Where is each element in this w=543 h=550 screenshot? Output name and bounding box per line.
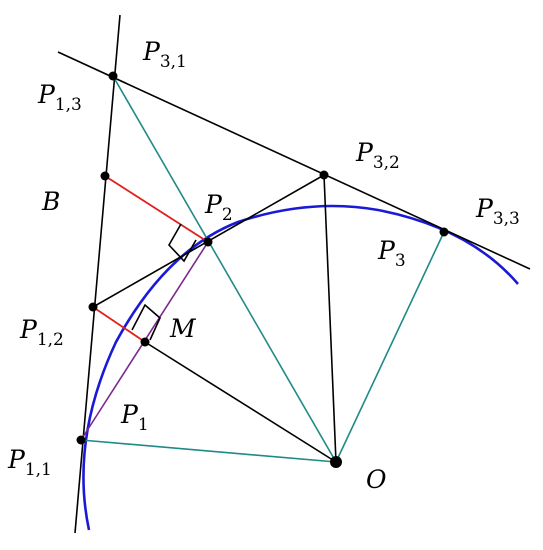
label-p2: P2 (204, 190, 233, 225)
point-o (330, 456, 342, 468)
point-p33 (439, 227, 449, 237)
point-p12 (88, 302, 98, 312)
label-p32: P3,2 (355, 138, 400, 173)
point-p13 (100, 171, 110, 181)
tangent-line-left (74, 14, 121, 534)
line-m-o (144, 341, 337, 463)
circle-arc (82, 204, 519, 531)
label-p12: P1,2 (19, 315, 64, 350)
label-p1: P1 (120, 400, 149, 435)
label-b: B (41, 187, 60, 216)
label-m: M (169, 314, 197, 343)
label-p3: P3 (377, 236, 406, 271)
label-p31: P3,1 (142, 37, 187, 72)
label-p13: P1,3 (37, 80, 82, 115)
point-p2 (203, 237, 213, 247)
point-m (140, 337, 150, 347)
red-segment-b-p2 (104, 175, 209, 243)
teal-line-o-p33 (335, 231, 445, 463)
label-p11: P1,1 (7, 445, 52, 480)
label-o: O (366, 465, 387, 494)
red-segment-p12-m (92, 306, 146, 343)
label-p33: P3,3 (475, 194, 520, 229)
point-p32 (319, 170, 329, 180)
right-angle-marker-m (131, 303, 161, 341)
tangent-line-top (57, 51, 531, 270)
line-p32-o (323, 174, 337, 463)
point-p31 (108, 71, 118, 81)
teal-line-p11-o (80, 439, 337, 463)
right-angle-marker-p2 (168, 223, 197, 263)
point-p11 (76, 435, 86, 445)
teal-line-p31-o (112, 75, 337, 463)
